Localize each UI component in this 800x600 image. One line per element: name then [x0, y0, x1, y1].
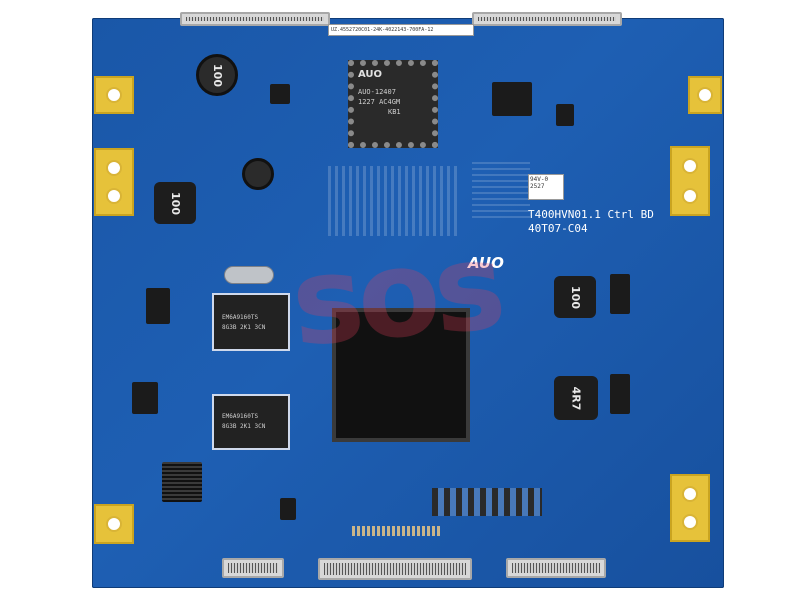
- bottom-connector-small: [222, 558, 284, 578]
- top-connector-left: [180, 12, 330, 26]
- mounting-hole-icon: [697, 87, 713, 103]
- ic-top-right-small: [556, 104, 574, 126]
- mounting-hole-icon: [682, 188, 698, 204]
- watermark: sos: [286, 217, 505, 374]
- bottom-connector-main: [318, 558, 472, 580]
- ic-right-lower: [610, 374, 630, 414]
- top-connector-right: [472, 12, 622, 26]
- component-cluster: [472, 158, 530, 218]
- ic-upper-right: [492, 82, 532, 116]
- mounting-pad-top-left: [94, 76, 134, 114]
- mounting-hole-icon: [682, 486, 698, 502]
- mounting-hole-icon: [106, 516, 122, 532]
- inductor-right-upper: 100: [554, 276, 596, 318]
- bga-chip: [332, 308, 470, 442]
- chip-line2: 1227 AC4GM: [358, 98, 401, 106]
- mounting-hole-icon: [106, 160, 122, 176]
- transistor: [280, 498, 296, 520]
- memory-chip-1: EM6A9160TS 8G3B 2K1 3CN: [212, 293, 290, 351]
- component-cluster: [352, 526, 442, 536]
- ic-lower-left: [162, 462, 202, 502]
- main-controller-chip: AUO AUO-12407 1227 AC4GM KB1: [348, 60, 438, 148]
- ic-top-mid: [270, 84, 290, 104]
- board-model-text: T400HVN01.1 Ctrl BD: [528, 208, 654, 221]
- component-cluster: [432, 488, 542, 516]
- ul-sticker: 94V-0 2527: [528, 174, 564, 200]
- pcb-board: UZ.4552720C01-24K-4022143-700FA-12 AUO A…: [92, 12, 724, 588]
- mounting-pad-right-lower: [670, 474, 710, 542]
- bottom-connector-right: [506, 558, 606, 578]
- mounting-hole-icon: [682, 158, 698, 174]
- chip-brand: AUO: [358, 69, 383, 80]
- inductor-right-lower: 4R7: [554, 376, 598, 420]
- chip-line3: KB1: [388, 108, 401, 116]
- inductor-top-left: 100: [196, 54, 238, 96]
- component-cluster: [328, 166, 458, 236]
- board-revision-text: 40T07-C04: [528, 222, 588, 235]
- brand-logo: AUO: [468, 254, 504, 272]
- mounting-hole-icon: [682, 514, 698, 530]
- mounting-pad-left-upper: [94, 148, 134, 216]
- mounting-pad-right-upper: [670, 146, 710, 216]
- memory-chip-2: EM6A9160TS 8G3B 2K1 3CN: [212, 394, 290, 450]
- inductor-mid-left: 100: [154, 182, 196, 224]
- chip-line1: AUO-12407: [358, 88, 396, 96]
- ic-left-sop: [146, 288, 170, 324]
- mounting-hole-icon: [106, 188, 122, 204]
- mounting-hole-icon: [106, 87, 122, 103]
- ic-right-mid: [610, 274, 630, 314]
- mounting-pad-bottom-left: [94, 504, 134, 544]
- ic-regulator: [132, 382, 158, 414]
- barcode-label: UZ.4552720C01-24K-4022143-700FA-12: [328, 24, 474, 36]
- crystal-oscillator: [224, 266, 274, 284]
- mounting-pad-top-right: [688, 76, 722, 114]
- inductor-small-left: [242, 158, 274, 190]
